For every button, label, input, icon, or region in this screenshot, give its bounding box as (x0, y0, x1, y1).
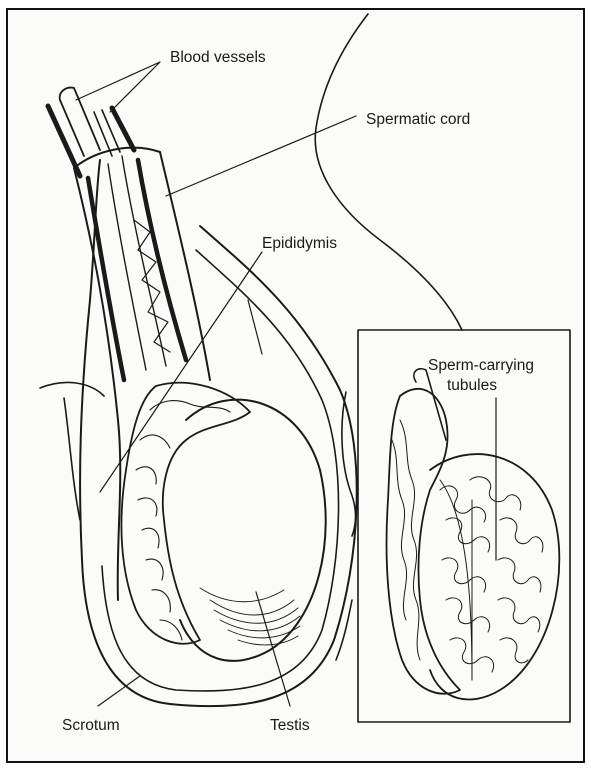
label-scrotum: Scrotum (62, 717, 120, 734)
inset-epididymis-outline (387, 389, 460, 694)
inset-tubules (392, 420, 543, 680)
label-spermatic-cord: Spermatic cord (366, 111, 470, 128)
spermatic-cord-right-wall (160, 152, 210, 380)
body-outline (315, 14, 462, 330)
cord-inner-line-1 (108, 164, 146, 370)
blood-vessel-left-dark (48, 106, 80, 176)
testis-outline (180, 400, 326, 661)
scrotum-inner-line (102, 250, 339, 691)
cord-heavy-line-1 (88, 178, 124, 380)
label-sperm-carrying-line2: tubules (447, 377, 497, 394)
leader-testis (256, 592, 290, 706)
inset-testis-outline (430, 454, 559, 699)
thigh-curve-lower (64, 398, 80, 520)
blood-vessel-right-dark (112, 108, 134, 150)
leader-blood-vessels (76, 62, 160, 112)
spermatic-cord-top (74, 148, 160, 168)
thigh-curve-left (40, 382, 104, 396)
epididymis-body (121, 383, 250, 644)
label-blood-vessels: Blood vessels (170, 49, 266, 66)
leader-epididymis-2 (248, 300, 262, 354)
label-sperm-carrying-line1: Sperm-carrying (428, 357, 534, 374)
groin-curve-lower (336, 600, 352, 660)
label-testis: Testis (270, 717, 310, 734)
testis-shading (200, 588, 300, 645)
label-epididymis: Epididymis (262, 235, 337, 252)
